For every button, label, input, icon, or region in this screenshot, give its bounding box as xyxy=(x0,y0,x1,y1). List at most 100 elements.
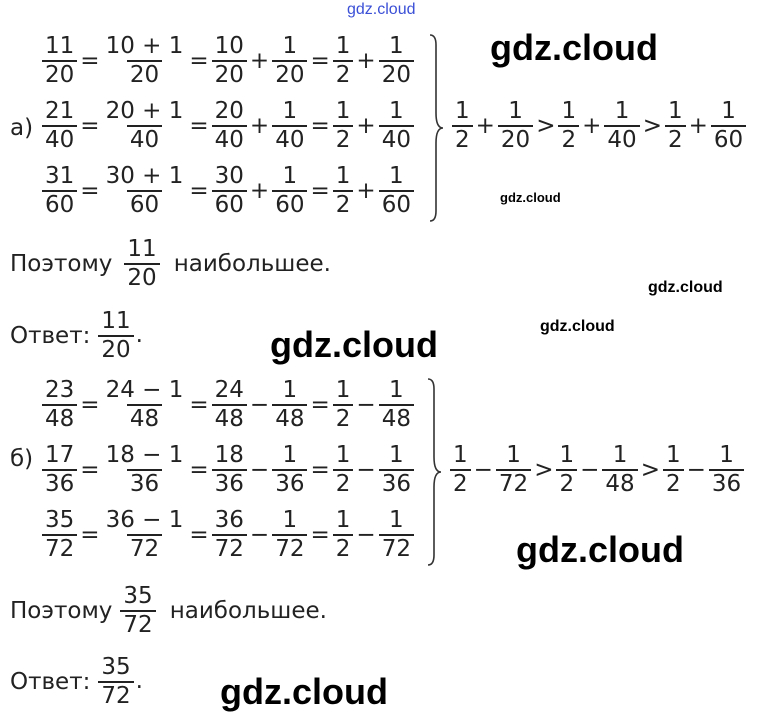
operator: − xyxy=(356,457,376,483)
numerator: 1 xyxy=(389,33,404,59)
brace-icon xyxy=(429,34,444,222)
denominator: 48 xyxy=(42,404,78,433)
denominator: 2 xyxy=(664,125,686,154)
numerator: 11 xyxy=(45,33,75,59)
numerator: 1 xyxy=(282,163,298,189)
answer-label: Ответ: xyxy=(10,669,91,695)
denominator: 48 xyxy=(126,404,163,433)
numerator: 1 xyxy=(389,163,404,189)
denominator: 48 xyxy=(378,404,414,433)
numerator: 1 xyxy=(389,377,404,403)
operator: = xyxy=(310,178,330,204)
denominator: 20 xyxy=(272,60,308,89)
numerator: 10 + 1 xyxy=(105,33,184,59)
operator: = xyxy=(310,392,330,418)
operator: + xyxy=(249,178,270,204)
answer-label: Ответ: xyxy=(10,323,91,349)
denominator: 72 xyxy=(211,534,247,563)
numerator: 10 xyxy=(214,33,244,59)
operator: = xyxy=(189,392,209,418)
denominator: 20 xyxy=(126,60,163,89)
numerator: 11 xyxy=(127,236,157,262)
numerator: 1 xyxy=(665,442,681,468)
denominator: 2 xyxy=(332,125,354,154)
numerator: 1 xyxy=(721,98,736,124)
numerator: 1 xyxy=(506,442,521,468)
numerator: 1 xyxy=(389,442,404,468)
denominator: 36 xyxy=(708,469,745,498)
operator: + xyxy=(356,113,376,139)
operator: = xyxy=(80,392,100,418)
numerator: 1 xyxy=(561,98,577,124)
denominator: 40 xyxy=(272,125,308,154)
operator: = xyxy=(80,48,100,74)
numerator: 30 xyxy=(214,163,244,189)
denominator: 60 xyxy=(42,190,78,219)
numerator: 1 xyxy=(559,442,575,468)
denominator: 60 xyxy=(378,190,414,219)
denominator: 72 xyxy=(495,469,532,498)
numerator: 1 xyxy=(389,507,404,533)
operator: + xyxy=(356,48,376,74)
numerator: 20 + 1 xyxy=(105,98,184,124)
operator: > xyxy=(534,457,554,483)
numerator: 1 xyxy=(282,98,298,124)
numerator: 23 xyxy=(45,377,75,403)
denominator: 72 xyxy=(98,681,134,710)
numerator: 24 − 1 xyxy=(105,377,184,403)
denominator: 2 xyxy=(556,469,578,498)
numerator: 1 xyxy=(455,98,470,124)
operator: − xyxy=(580,457,600,483)
denominator: 20 xyxy=(98,335,134,364)
operator: = xyxy=(310,457,330,483)
therefore-text: Поэтому xyxy=(10,598,113,624)
denominator: 60 xyxy=(211,190,247,219)
denominator: 60 xyxy=(272,190,308,219)
operator: = xyxy=(80,457,100,483)
operator: + xyxy=(582,113,602,139)
denominator: 72 xyxy=(378,534,414,563)
operator: = xyxy=(189,48,209,74)
watermark: gdz.cloud xyxy=(270,324,438,365)
numerator: 1 xyxy=(282,442,298,468)
therefore-text: Поэтому xyxy=(10,251,113,277)
numerator: 20 xyxy=(214,98,244,124)
denominator: 2 xyxy=(332,404,354,433)
numerator: 1 xyxy=(508,98,523,124)
denominator: 48 xyxy=(602,469,638,498)
denominator: 72 xyxy=(126,534,163,563)
denominator: 20 xyxy=(497,125,534,154)
denominator: 2 xyxy=(450,469,471,498)
watermark: gdz.cloud xyxy=(500,190,561,205)
denominator: 72 xyxy=(120,610,156,639)
numerator: 1 xyxy=(335,163,351,189)
operator: = xyxy=(80,522,100,548)
